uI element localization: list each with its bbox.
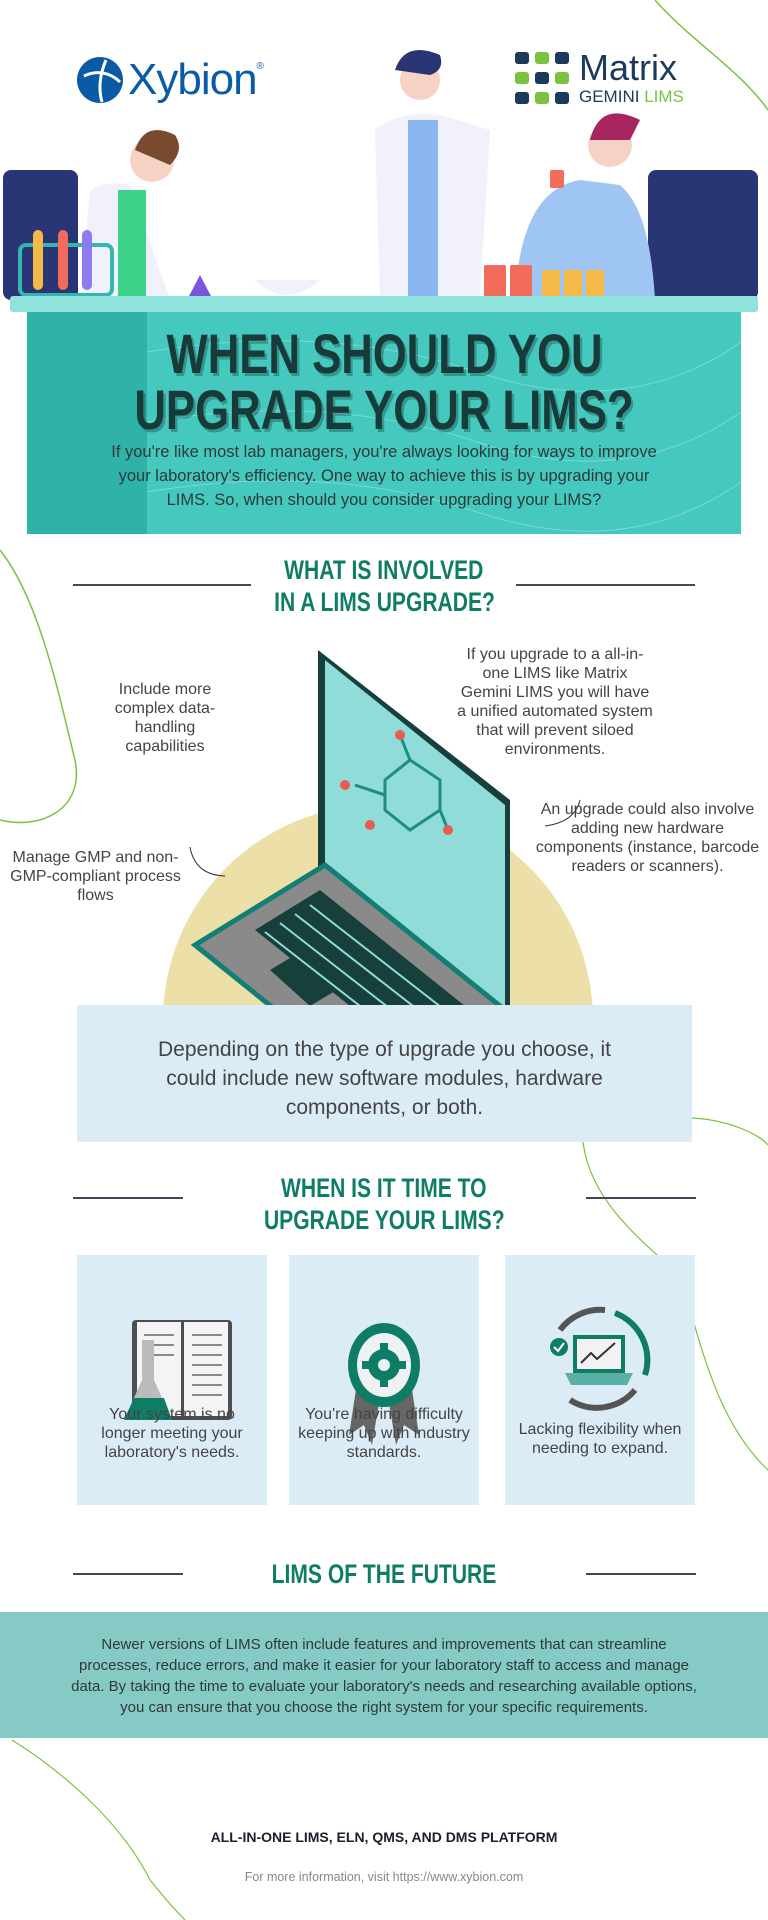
hero-panel: WHEN SHOULD YOU UPGRADE YOUR LIMS? If yo… [27, 312, 741, 534]
divider-right [516, 584, 695, 586]
hero-intro: If you're like most lab managers, you're… [111, 443, 657, 509]
divider-left [73, 1197, 183, 1199]
future-heading: LIMS OF THE FUTURE [271, 1559, 497, 1589]
matrix-gemini-logo: Matrix GEMINI LIMS [515, 50, 684, 105]
laptop-illustration [0, 650, 768, 1010]
xybion-logo: Xybion ® [76, 55, 264, 105]
note-hardware: An upgrade could also involve adding new… [535, 801, 760, 875]
gear-award-icon [348, 1323, 420, 1445]
footer-info-link[interactable]: For more information, visit https://www.… [244, 1870, 524, 1884]
divider-right [586, 1573, 696, 1575]
upgrade-summary-box: Depending on the type of upgrade you cho… [77, 1005, 692, 1142]
divider-left [73, 1573, 183, 1575]
page-title: WHEN SHOULD YOU UPGRADE YOUR LIMS? [134, 322, 634, 441]
divider-left [73, 584, 251, 586]
bench-top [10, 296, 758, 312]
footer-tagline: ALL-IN-ONE LIMS, ELN, QMS, AND DMS PLATF… [210, 1829, 558, 1845]
wave-pattern [146, 340, 741, 532]
note-data-handling: Include more complex data-handling capab… [114, 681, 216, 755]
scientists-illustration [3, 50, 758, 300]
note-all-in-one: If you upgrade to a all-in-one LIMS like… [457, 646, 653, 758]
laptop-growth-icon [550, 1306, 651, 1411]
reason-card: Lacking flexibility when needing to expa… [505, 1255, 695, 1505]
reason-card: Your system is no longer meeting your la… [77, 1255, 267, 1505]
divider-right [586, 1197, 696, 1199]
matrix-grid-icon [515, 51, 569, 104]
reason-card: You're having difficulty keeping up with… [289, 1255, 479, 1505]
xybion-globe-icon [77, 57, 123, 103]
when-heading: WHEN IS IT TIME TO UPGRADE YOUR LIMS? [263, 1173, 505, 1235]
book-flask-icon [124, 1320, 232, 1420]
involved-heading: WHAT IS INVOLVED IN A LIMS UPGRADE? [273, 555, 495, 617]
future-panel: Newer versions of LIMS often include fea… [0, 1612, 768, 1738]
note-gmp: Manage GMP and non-GMP-compliant process… [10, 849, 181, 904]
